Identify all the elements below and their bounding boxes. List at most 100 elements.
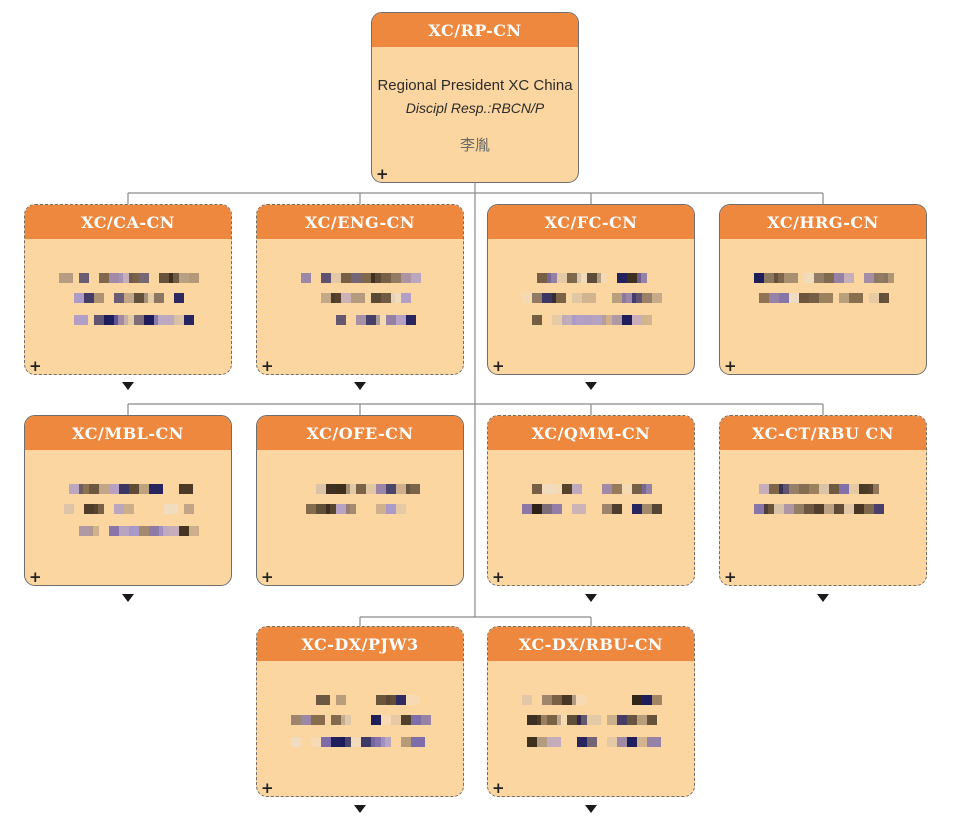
expand-arrow-icon[interactable] [817, 594, 829, 602]
expand-arrow-icon[interactable] [122, 594, 134, 602]
redaction-pixel [356, 484, 366, 494]
redaction-pixel [104, 315, 118, 325]
redaction-pixel [79, 526, 93, 536]
redaction-pixel [879, 293, 889, 303]
dept-node-dx-pjw3[interactable]: XC-DX/PJW3 + [256, 626, 464, 797]
redaction-pixel [647, 737, 661, 747]
redaction-pixel [849, 293, 863, 303]
redaction-pixel [164, 504, 178, 514]
redaction-pixel [869, 293, 883, 303]
redaction-pixel [844, 273, 854, 283]
dept-node-fc[interactable]: XC/FC-CN + [487, 204, 695, 375]
dept-node-qmm[interactable]: XC/QMM-CN + [487, 415, 695, 586]
redaction-pixel [582, 315, 592, 325]
expand-icon[interactable]: + [724, 568, 737, 586]
redaction-pixel [361, 273, 375, 283]
expand-icon[interactable]: + [261, 779, 274, 797]
redaction-pixel [864, 504, 874, 514]
redaction-pixel [371, 737, 385, 747]
redaction-pixel [627, 715, 637, 725]
redaction-pixel [647, 715, 657, 725]
redaction-pixel [401, 737, 411, 747]
redaction-pixel [129, 273, 139, 283]
redaction-pixel [627, 737, 637, 747]
redaction-pixel [396, 484, 410, 494]
expand-icon[interactable]: + [261, 357, 274, 375]
dept-node-dx-rbu[interactable]: XC-DX/RBU-CN + [487, 626, 695, 797]
redaction-pixel [592, 315, 606, 325]
expand-arrow-icon[interactable] [354, 805, 366, 813]
dept-node-mbl[interactable]: XC/MBL-CN + [24, 415, 232, 586]
expand-arrow-icon[interactable] [354, 382, 366, 390]
redaction-pixel [632, 695, 642, 705]
expand-arrow-icon[interactable] [585, 805, 597, 813]
redaction-pixel [764, 504, 774, 514]
redaction-pixel [84, 293, 94, 303]
redacted-content [720, 450, 926, 550]
redaction-pixel [396, 504, 406, 514]
redaction-pixel [522, 293, 536, 303]
redaction-pixel [587, 273, 601, 283]
redaction-pixel [119, 526, 133, 536]
redaction-pixel [386, 695, 396, 705]
expand-icon[interactable]: + [261, 568, 274, 586]
redaction-pixel [169, 526, 179, 536]
redaction-pixel [612, 315, 622, 325]
expand-icon[interactable]: + [492, 779, 505, 797]
redaction-pixel [154, 293, 164, 303]
expand-icon[interactable]: + [724, 357, 737, 375]
redaction-pixel [189, 273, 199, 283]
redaction-pixel [652, 293, 662, 303]
redaction-pixel [366, 484, 376, 494]
expand-icon[interactable]: + [29, 357, 42, 375]
redaction-pixel [376, 484, 386, 494]
expand-arrow-icon[interactable] [585, 382, 597, 390]
expand-arrow-icon[interactable] [122, 382, 134, 390]
redaction-pixel [124, 315, 134, 325]
redaction-pixel [391, 273, 401, 283]
dept-node-ca[interactable]: XC/CA-CN + [24, 204, 232, 375]
redaction-pixel [637, 715, 647, 725]
redaction-pixel [114, 504, 124, 514]
redaction-pixel [316, 484, 326, 494]
dept-node-ct-rbu[interactable]: XC-CT/RBU CN + [719, 415, 927, 586]
redaction-pixel [291, 737, 301, 747]
redaction-pixel [179, 484, 193, 494]
dept-code: XC-DX/PJW3 [257, 627, 463, 661]
redaction-pixel [79, 273, 89, 283]
expand-arrow-icon[interactable] [585, 594, 597, 602]
redaction-pixel [109, 526, 119, 536]
redaction-pixel [99, 273, 109, 283]
expand-icon[interactable]: + [492, 357, 505, 375]
redaction-pixel [839, 484, 849, 494]
dept-node-hrg[interactable]: XC/HRG-CN + [719, 204, 927, 375]
redaction-pixel [562, 695, 576, 705]
redaction-pixel [401, 293, 411, 303]
redaction-pixel [331, 715, 345, 725]
dept-node-eng[interactable]: XC/ENG-CN + [256, 204, 464, 375]
redaction-pixel [386, 484, 396, 494]
redaction-pixel [336, 695, 346, 705]
redaction-pixel [784, 504, 794, 514]
redaction-pixel [829, 484, 839, 494]
redaction-pixel [642, 504, 652, 514]
redaction-pixel [124, 293, 134, 303]
root-node[interactable]: XC/RP-CN Regional President XC China Dis… [371, 12, 579, 183]
redaction-pixel [542, 504, 552, 514]
redaction-pixel [119, 484, 129, 494]
redaction-pixel [839, 293, 849, 303]
root-name: 李胤 [459, 136, 490, 154]
redacted-content [257, 661, 463, 761]
redaction-pixel [769, 484, 783, 494]
redaction-pixel [864, 273, 878, 283]
expand-icon[interactable]: + [492, 568, 505, 586]
redaction-pixel [869, 484, 879, 494]
redaction-pixel [582, 293, 596, 303]
redaction-pixel [779, 293, 789, 303]
expand-icon[interactable]: + [29, 568, 42, 586]
expand-icon[interactable]: + [376, 165, 389, 183]
dept-node-ofe[interactable]: XC/OFE-CN + [256, 415, 464, 586]
redacted-content [720, 239, 926, 339]
